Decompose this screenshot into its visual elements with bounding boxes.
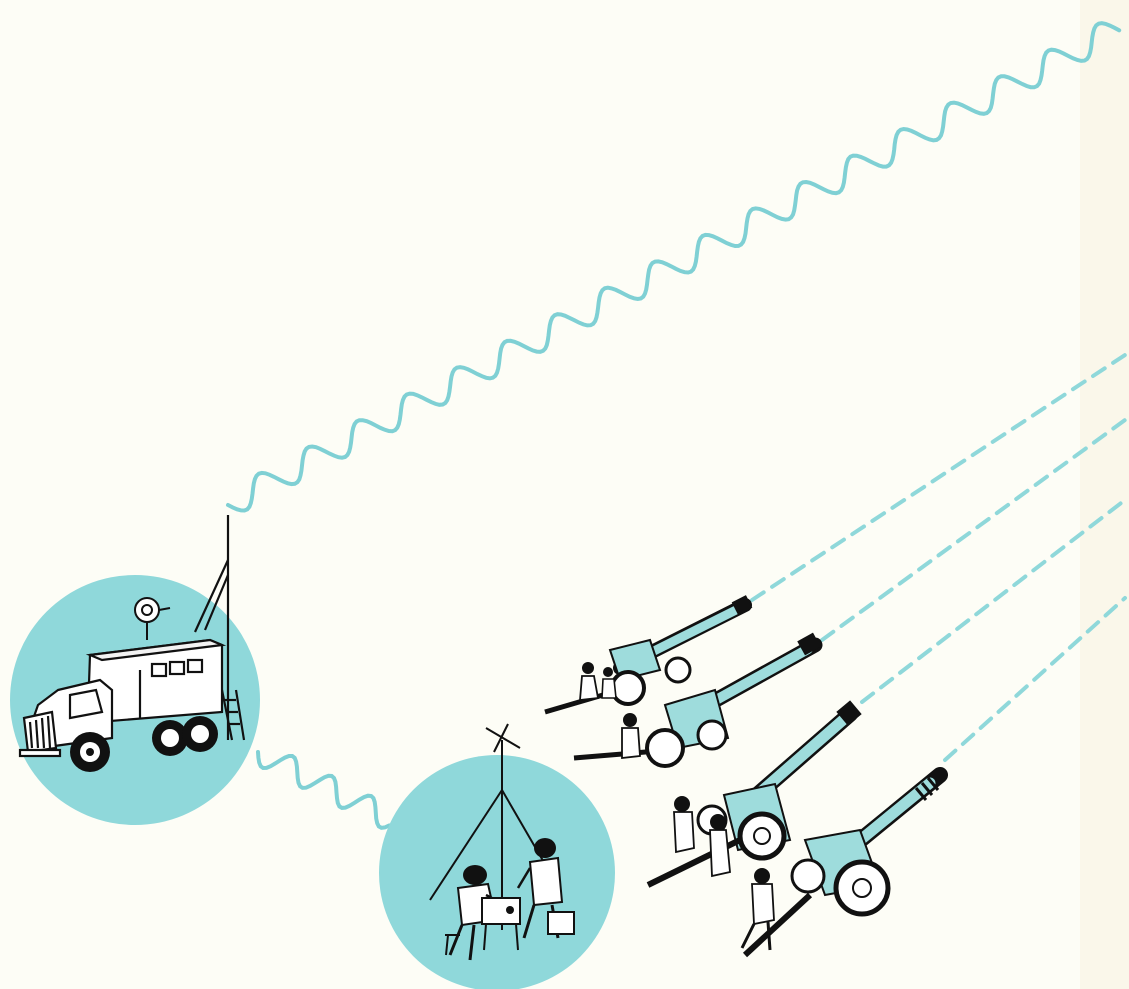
paper-edge — [1080, 0, 1129, 989]
operators-backdrop-circle — [379, 755, 615, 989]
